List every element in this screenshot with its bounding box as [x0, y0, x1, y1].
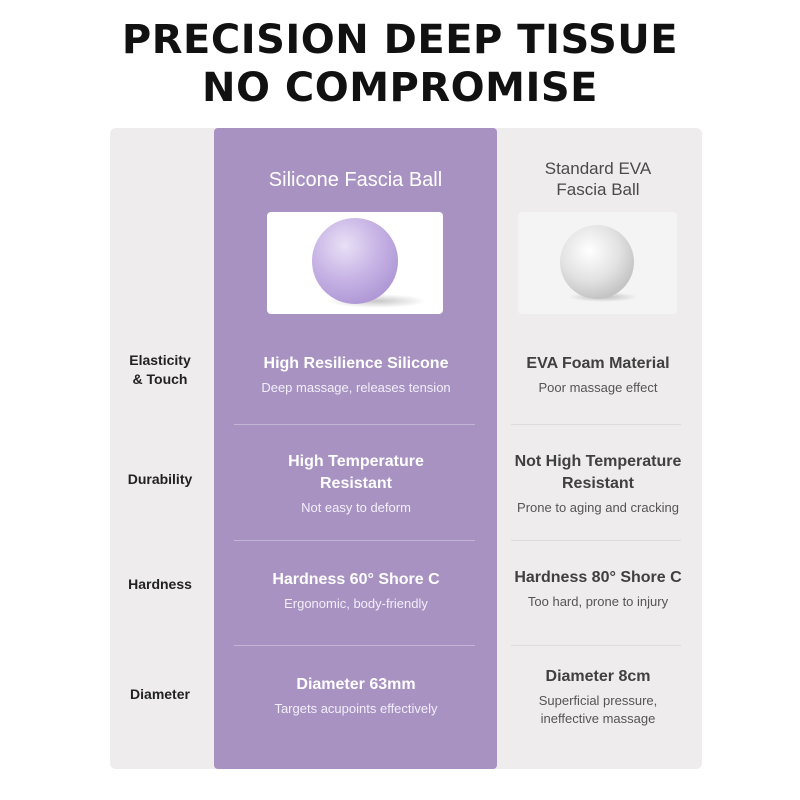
- row-divider: [234, 645, 475, 646]
- cell-desc: Ergonomic, body-friendly: [284, 596, 428, 611]
- eva-ball-image: [518, 212, 677, 314]
- eva-ball-icon: [560, 225, 634, 299]
- cell-desc: Prone to aging and cracking: [517, 500, 679, 515]
- cell-title: Not High Temperature Resistant: [514, 453, 682, 492]
- cell-desc: Too hard, prone to injury: [527, 594, 669, 609]
- cell-title: High Resilience Silicone: [263, 355, 449, 372]
- row-label-elasticity: Elasticity & Touch: [129, 352, 191, 387]
- row-divider: [234, 424, 475, 425]
- eva-cell-hardness: Hardness 80° Shore C Too hard, prone to …: [503, 567, 693, 611]
- row-label-diameter: Diameter: [130, 686, 190, 702]
- row-divider: [511, 424, 681, 425]
- eva-column-title: Standard EVA Fascia Ball: [505, 158, 691, 200]
- cell-desc: Deep massage, releases tension: [261, 380, 451, 395]
- cell-title: EVA Foam Material: [526, 355, 670, 372]
- headline-line-1: PRECISION DEEP TISSUE: [121, 17, 679, 63]
- headline-line-2: NO COMPROMISE: [201, 65, 598, 111]
- silicone-column-title: Silicone Fascia Ball: [268, 169, 443, 191]
- silicone-cell-elasticity: High Resilience Silicone Deep massage, r…: [226, 353, 486, 397]
- cell-title: Hardness 80° Shore C: [514, 569, 682, 586]
- silicone-cell-durability: High Temperature Resistant Not easy to d…: [226, 451, 486, 517]
- cell-title: High Temperature Resistant: [288, 453, 424, 492]
- cell-desc: Poor massage effect: [538, 380, 658, 395]
- cell-title: Diameter 63mm: [296, 676, 416, 693]
- eva-cell-durability: Not High Temperature Resistant Prone to …: [503, 451, 693, 517]
- row-divider: [234, 540, 475, 541]
- silicone-ball-icon: [312, 218, 398, 304]
- row-label-hardness: Hardness: [128, 576, 192, 592]
- row-label-durability: Durability: [127, 471, 193, 487]
- cell-title: Hardness 60° Shore C: [272, 571, 440, 588]
- cell-desc: Superficial pressure, ineffective massag…: [538, 693, 658, 726]
- eva-title-line-2: Fascia Ball: [556, 180, 640, 199]
- silicone-cell-hardness: Hardness 60° Shore C Ergonomic, body-fri…: [226, 569, 486, 613]
- silicone-cell-diameter: Diameter 63mm Targets acupoints effectiv…: [226, 674, 486, 718]
- eva-cell-diameter: Diameter 8cm Superficial pressure, ineff…: [503, 666, 693, 728]
- eva-title-line-1: Standard EVA: [544, 159, 652, 178]
- eva-cell-elasticity: EVA Foam Material Poor massage effect: [503, 353, 693, 397]
- cell-desc: Targets acupoints effectively: [274, 701, 438, 716]
- cell-title: Diameter 8cm: [545, 668, 651, 685]
- cell-desc: Not easy to deform: [301, 500, 411, 515]
- headline: PRECISION DEEP TISSUE NO COMPROMISE: [0, 16, 800, 112]
- row-divider: [511, 645, 681, 646]
- row-divider: [511, 540, 681, 541]
- silicone-ball-image: [267, 212, 443, 314]
